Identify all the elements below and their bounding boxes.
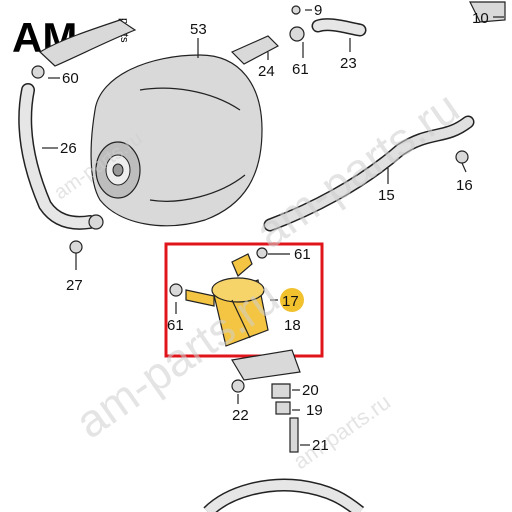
hose-clamp-26 <box>88 214 104 230</box>
label-21: 21 <box>312 437 329 454</box>
label-61-left: 61 <box>167 317 184 334</box>
hose-clamp-60 <box>31 65 45 79</box>
label-10: 10 <box>472 10 489 27</box>
alternator-53 <box>90 38 263 227</box>
label-22: 22 <box>232 407 249 424</box>
bolt-9 <box>291 5 301 15</box>
upper-left-bracket <box>39 19 137 67</box>
label-26: 26 <box>60 140 77 157</box>
pipe-connector-24 <box>230 35 279 65</box>
label-53: 53 <box>190 21 207 38</box>
label-23: 23 <box>340 55 357 72</box>
highlight-frame <box>164 242 324 358</box>
clamp-61-top <box>289 26 305 42</box>
label-24: 24 <box>258 63 275 80</box>
label-19: 19 <box>306 402 323 419</box>
label-15: 15 <box>378 187 395 204</box>
label-18: 18 <box>284 317 301 334</box>
bolt-27 <box>69 240 83 254</box>
bolt-16 <box>455 150 469 164</box>
bolt-21 <box>289 417 299 453</box>
bolt-22 <box>231 379 245 393</box>
label-16: 16 <box>456 177 473 194</box>
label-61-top: 61 <box>292 61 309 78</box>
leader-16 <box>461 162 467 173</box>
clamp-61-right <box>256 247 268 259</box>
label-61-right: 61 <box>294 246 311 263</box>
bushing-19 <box>275 401 291 415</box>
mount-20 <box>271 383 291 399</box>
clamp-61-left <box>169 283 183 297</box>
label-20: 20 <box>302 382 319 399</box>
label-60: 60 <box>62 70 79 87</box>
bracket-18 <box>231 349 301 381</box>
label-9: 9 <box>314 2 322 19</box>
label-17: 17 <box>282 293 299 310</box>
coolant-pump-17 <box>185 253 269 347</box>
label-27: 27 <box>66 277 83 294</box>
highlight-badge-17 <box>280 288 304 312</box>
